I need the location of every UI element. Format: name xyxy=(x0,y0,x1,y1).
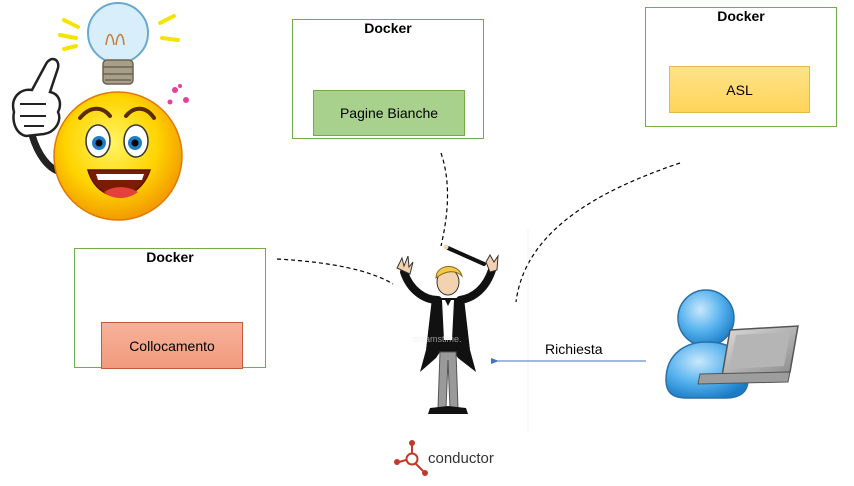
request-label: Richiesta xyxy=(545,341,603,357)
dashed-link-asl xyxy=(515,162,681,303)
service-asl[interactable]: ASL xyxy=(669,66,810,113)
conductor-logo-text: conductor xyxy=(428,450,494,467)
docker-container-collocamento: Docker Collocamento xyxy=(74,248,266,369)
docker-container-asl: Docker ASL xyxy=(645,7,837,127)
docker-title: Docker xyxy=(364,20,412,36)
docker-container-pagine-bianche: Docker Pagine Bianche xyxy=(292,19,484,139)
docker-title: Docker xyxy=(146,249,194,265)
dashed-link-collocamento xyxy=(276,258,394,285)
docker-title: Docker xyxy=(717,8,765,24)
service-pagine-bianche[interactable]: Pagine Bianche xyxy=(313,90,465,136)
dashed-link-pagine-bianche xyxy=(440,152,449,247)
service-collocamento[interactable]: Collocamento xyxy=(101,322,243,369)
